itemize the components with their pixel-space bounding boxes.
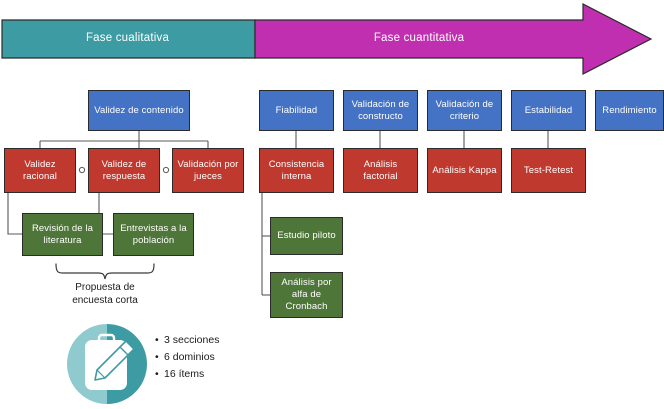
phase-bar-quantitative [254, 3, 653, 75]
connector-dots-group [78, 166, 170, 174]
connector-dot-1 [78, 166, 86, 174]
node-analisis-kappa[interactable]: Análisis Kappa [427, 148, 502, 193]
summary-item-dominios: 6 dominios [155, 349, 219, 366]
clipboard-pencil-icon [67, 324, 147, 404]
node-validacion-de-criterio[interactable]: Validación de criterio [427, 90, 502, 131]
summary-item-items: 16 ítems [155, 366, 219, 383]
node-estabilidad[interactable]: Estabilidad [511, 90, 586, 131]
node-validacion-por-jueces[interactable]: Validación por jueces [172, 148, 244, 193]
node-entrevistas-a-la-poblacion[interactable]: Entrevistas a la población [113, 213, 194, 256]
node-consistencia-interna[interactable]: Consistencia interna [259, 148, 334, 193]
connector-consistencia-children [261, 193, 270, 296]
node-revision-de-la-literatura[interactable]: Revisión de la literatura [22, 213, 103, 256]
node-rendimiento[interactable]: Rendimiento [595, 90, 664, 131]
phase-label-quantitative: Fase cuantitativa [373, 32, 465, 44]
node-analisis-factorial[interactable]: Análisis factorial [343, 148, 418, 193]
node-analisis-alfa-cronbach[interactable]: Análisis por alfa de Cronbach [270, 272, 343, 318]
caption-propuesta-encuesta-corta: Propuesta de encuesta corta [72, 282, 138, 306]
connector-dot-2 [162, 166, 170, 174]
node-fiabilidad[interactable]: Fiabilidad [259, 90, 334, 131]
node-validez-de-respuesta[interactable]: Validez de respuesta [88, 148, 160, 193]
node-validez-de-contenido[interactable]: Validez de contenido [88, 90, 190, 131]
node-test-retest[interactable]: Test-Retest [511, 148, 586, 193]
node-validacion-de-constructo[interactable]: Validación de constructo [343, 90, 418, 131]
clipboard-clip-icon [97, 333, 116, 346]
connector-racional-revision [7, 193, 22, 235]
brace-propuesta-encuesta [55, 263, 155, 280]
connector-blue-to-red-column [295, 131, 549, 148]
survey-summary-list: 3 secciones 6 dominios 16 ítems [155, 332, 219, 383]
node-validez-racional[interactable]: Validez racional [4, 148, 76, 193]
phase-label-qualitative: Fase cualitativa [85, 32, 170, 44]
phase-arrow-banner [1, 3, 653, 75]
node-estudio-piloto[interactable]: Estudio piloto [270, 217, 343, 255]
pencil-icon [94, 340, 135, 381]
connector-validez-contenido-children [39, 131, 209, 148]
summary-item-secciones: 3 secciones [155, 332, 219, 349]
